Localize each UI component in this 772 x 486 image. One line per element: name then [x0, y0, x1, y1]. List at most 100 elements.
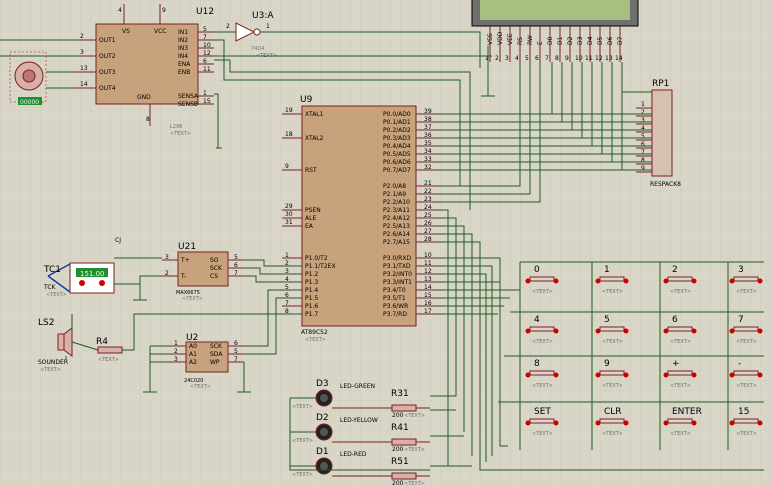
key-7[interactable]: 7<TEXT>: [729, 315, 763, 345]
motor-shaft: [22, 69, 36, 83]
key-switch: [599, 326, 625, 332]
u2-pin-name: WP: [210, 359, 220, 366]
u9-pin-name: P2.0/A8: [383, 183, 406, 190]
u2-pin-num: 2: [174, 348, 178, 355]
u3a-ref: U3:A: [252, 11, 274, 21]
u9-pin-name: P3.5/T1: [383, 295, 406, 302]
key-contact: [623, 372, 629, 378]
key-label: 3: [738, 265, 744, 275]
u9-ref: U9: [300, 95, 313, 105]
u2-pin-num: 3: [174, 356, 178, 363]
u9-pin-num: 33: [424, 156, 432, 163]
key--[interactable]: -<TEXT>: [729, 359, 763, 389]
lcd-pin-num: 12: [595, 55, 603, 62]
ls2-sounder[interactable]: LS2 SOUNDER <TEXT>: [38, 318, 73, 373]
tc1-button-down[interactable]: [79, 280, 85, 286]
u9-pin-name: P1.0/T2: [305, 255, 328, 262]
key-text: <TEXT>: [602, 289, 623, 295]
u21-pin-num: 2: [165, 270, 169, 277]
key-contact: [691, 328, 697, 334]
key-+[interactable]: +<TEXT>: [663, 359, 697, 389]
key-text: <TEXT>: [736, 383, 757, 389]
key-3[interactable]: 3 <TEXT>: [729, 265, 763, 295]
key-switch: [529, 370, 555, 376]
key-switch: [667, 276, 693, 282]
key-contact: [553, 420, 559, 426]
u2-pin-name: A1: [189, 351, 197, 358]
u12-pin-name: SENSB: [178, 101, 198, 108]
key-contact: [525, 420, 531, 426]
led-text: <TEXT>: [292, 404, 313, 410]
ls2-part: SOUNDER: [38, 359, 68, 366]
key-text: <TEXT>: [736, 289, 757, 295]
lcd-pin-name: D5: [597, 36, 604, 45]
u9-pin-num: 30: [285, 211, 293, 218]
key-switch: [733, 276, 759, 282]
u9-pin-num: 26: [424, 220, 432, 227]
lcd-screen: [480, 0, 630, 20]
key-text: <TEXT>: [532, 289, 553, 295]
lcd-pin-num: 14: [615, 55, 623, 62]
u12-l298[interactable]: U12 VS VCC 4 9 GND 8 L298 <TEXT> 2OUT13O…: [76, 4, 214, 137]
key-switch: [667, 370, 693, 376]
u9-pin-num: 14: [424, 284, 432, 291]
u21-pin-name: CS: [210, 273, 218, 280]
motor-readout-bg: [18, 97, 42, 105]
u9-pin-name: PSEN: [305, 207, 321, 214]
key-0[interactable]: 0 <TEXT>: [525, 265, 559, 295]
key-switch: [529, 326, 555, 332]
led-resistor-text: <TEXT>: [404, 413, 425, 419]
u12-text: <TEXT>: [170, 131, 191, 137]
tc1-thermocouple[interactable]: 151.00 TC1 TCK <TEXT>: [43, 262, 115, 298]
u12-part: L298: [170, 124, 182, 130]
key-8[interactable]: 8<TEXT>: [525, 359, 559, 389]
key-label: 5: [604, 315, 610, 325]
stepper-motor[interactable]: 00000: [9, 51, 47, 106]
key-contact: [663, 420, 669, 426]
u9-mcu[interactable]: U9 AT89C52 <TEXT> 19XTAL118XTAL29RST29PS…: [282, 95, 438, 343]
u9-pin-num: 38: [424, 116, 432, 123]
key-9[interactable]: 9<TEXT>: [595, 359, 629, 389]
key-clr[interactable]: CLR<TEXT>: [595, 407, 629, 437]
key-label: +: [672, 359, 680, 369]
led-resistor: [391, 472, 417, 480]
tc1-button-up[interactable]: [99, 280, 105, 286]
key-label: 0: [534, 265, 540, 275]
key-text: <TEXT>: [532, 383, 553, 389]
u9-pin-name: P2.1/A9: [383, 191, 406, 198]
key-1[interactable]: 1<TEXT>: [595, 265, 629, 295]
u12-pin-num: 6: [203, 58, 207, 65]
lcd-pin-name: RW: [527, 35, 534, 45]
lcd-pin-name: D2: [567, 36, 574, 45]
wires: [0, 31, 764, 471]
key-text: <TEXT>: [602, 383, 623, 389]
key-label: SET: [534, 407, 551, 417]
u9-pin-num: 22: [424, 188, 432, 195]
u9-pin-name: P1.5: [305, 295, 318, 302]
key-text: <TEXT>: [670, 431, 691, 437]
u9-pin-name: P2.6/A14: [383, 231, 410, 238]
key-6[interactable]: 6<TEXT>: [663, 315, 697, 345]
key-set[interactable]: SET<TEXT>: [525, 407, 559, 437]
key-4[interactable]: 4<TEXT>: [525, 315, 559, 345]
key-5[interactable]: 5<TEXT>: [595, 315, 629, 345]
u9-pin-num: 12: [424, 268, 432, 275]
u12-vs-label: VS: [122, 28, 130, 35]
key-2[interactable]: 2<TEXT>: [663, 265, 697, 295]
u9-pin-num: 11: [424, 260, 432, 267]
rp1-pin-num: 4: [641, 125, 645, 132]
u9-pin-num: 3: [285, 268, 289, 275]
key-15[interactable]: 15<TEXT>: [729, 407, 763, 437]
tc1-body: [69, 262, 115, 294]
key-enter[interactable]: ENTER<TEXT>: [663, 407, 702, 437]
u9-pin-name: P2.5/A13: [383, 223, 410, 230]
r4-text: <TEXT>: [98, 357, 119, 363]
u21-pin-num: 6: [234, 262, 238, 269]
